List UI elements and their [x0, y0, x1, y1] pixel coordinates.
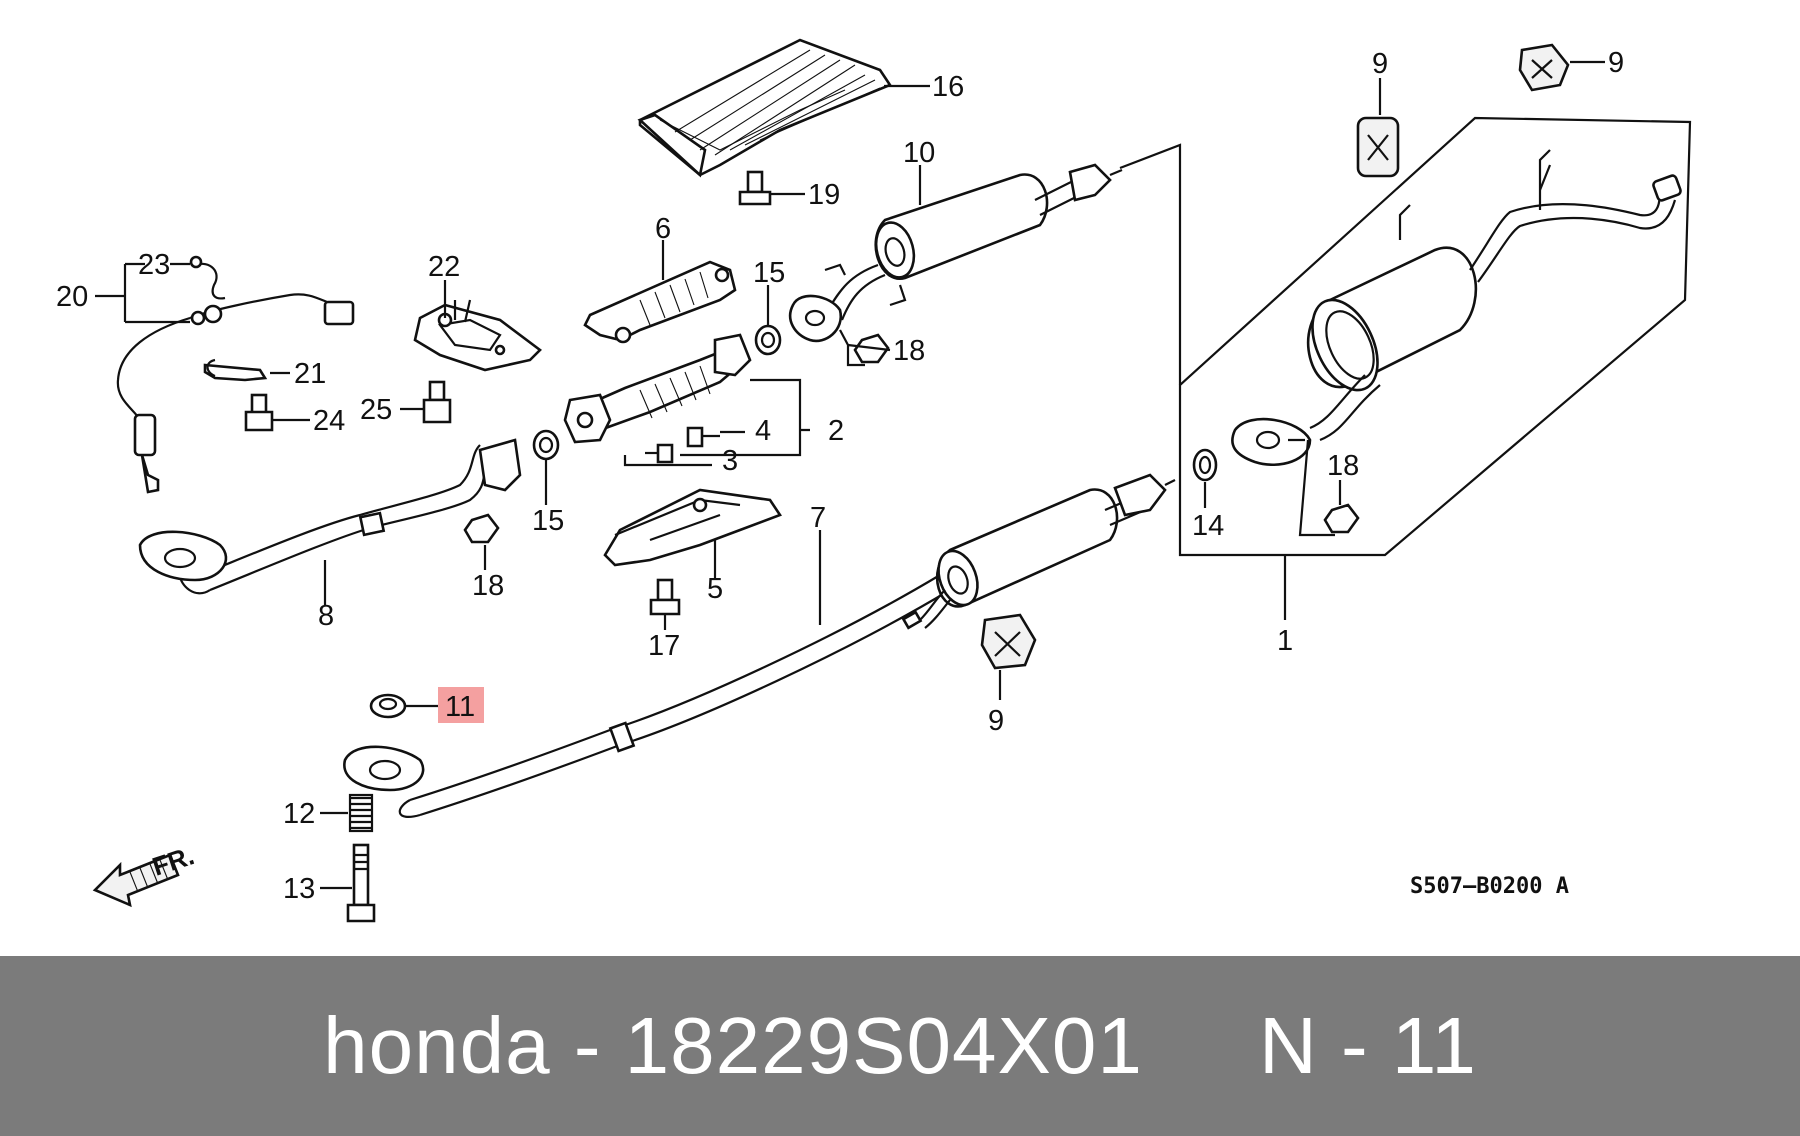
- heat-shield-part-16: [637, 38, 892, 178]
- part-label-15b: 15: [532, 505, 564, 537]
- exhaust-parts-diagram: FR.: [56, 38, 1692, 923]
- front-direction-arrow-icon: [92, 853, 180, 908]
- rear-muffler-part-1: [1231, 149, 1682, 467]
- bolt-part-4: [686, 426, 720, 448]
- part-label-4: 4: [755, 415, 771, 447]
- lower-heat-shield-part-5: [603, 488, 782, 567]
- bracket-part-22: [413, 299, 542, 372]
- part-label-11-highlight: [438, 687, 484, 723]
- part-label-13: 13: [283, 873, 315, 905]
- spring-part-12: [348, 793, 374, 833]
- part-label-15a: 15: [753, 257, 785, 289]
- part-label-18b: 18: [1327, 450, 1359, 482]
- part-label-7: 7: [810, 502, 826, 534]
- part-label-22: 22: [428, 251, 460, 283]
- part-label-6: 6: [655, 213, 671, 245]
- rubber-hanger-part-9b: [1518, 43, 1570, 92]
- part-number-labels: 16 19 10 6 22 15 18 2 4 3 15 18 8 5 17 7…: [56, 47, 1624, 905]
- part-label-24: 24: [313, 405, 345, 437]
- part-label-17: 17: [648, 630, 680, 662]
- stud-bolt-part-25: [422, 380, 452, 424]
- sensor-connector-part-23: [189, 255, 226, 300]
- stud-bolt-part-24: [244, 393, 274, 432]
- part-label-12: 12: [283, 798, 315, 830]
- bolt-part-13: [346, 843, 376, 923]
- clip-part-21: [203, 358, 268, 382]
- bolt-part-3: [645, 443, 674, 464]
- drawing-code: S507—B0200 A: [1410, 874, 1569, 899]
- gasket-part-14: [1192, 448, 1218, 482]
- part-label-11: 11: [445, 691, 475, 723]
- footer-banner: honda - 18229S04X01 N - 11: [0, 956, 1800, 1136]
- bolt-part-17: [649, 578, 681, 616]
- nut-part-18b: [1323, 503, 1360, 534]
- rubber-hanger-part-9c: [980, 613, 1037, 670]
- part-label-16: 16: [932, 71, 964, 103]
- part-number-caption: honda - 18229S04X01 N - 11: [323, 1001, 1477, 1090]
- part-label-5: 5: [707, 573, 723, 605]
- middle-pipe-part-7: [343, 574, 951, 818]
- catalytic-converter-part-2: [563, 333, 752, 444]
- part-label-23: 23: [138, 249, 170, 281]
- part-label-14: 14: [1192, 510, 1224, 542]
- gasket-part-15b: [532, 429, 560, 461]
- sub-muffler-part-10: [788, 163, 1123, 343]
- part-label-1: 1: [1277, 625, 1293, 657]
- rubber-hanger-part-9a: [1356, 116, 1400, 178]
- nut-part-18c: [463, 513, 500, 544]
- part-label-9a: 9: [1372, 48, 1388, 80]
- leader-lines: [95, 60, 1692, 890]
- gasket-ring-part-11: [369, 693, 407, 719]
- part-label-2: 2: [828, 415, 844, 447]
- part-label-25: 25: [360, 394, 392, 426]
- part-label-19: 19: [808, 179, 840, 211]
- bolt-part-19: [738, 170, 772, 206]
- gasket-part-15a: [754, 324, 782, 356]
- upper-heat-shield-part-6: [583, 260, 737, 344]
- oxygen-sensor-part-20: [116, 293, 355, 494]
- part-label-3: 3: [722, 445, 738, 477]
- part-label-18c: 18: [472, 570, 504, 602]
- front-pipe-part-8: [138, 438, 522, 595]
- part-label-10: 10: [903, 137, 935, 169]
- part-label-9b: 9: [1608, 47, 1624, 79]
- part-label-8: 8: [318, 600, 334, 632]
- main-pipe-muffler-part-7: [901, 473, 1176, 630]
- front-marker-label: FR.: [149, 840, 198, 881]
- part-label-18a: 18: [893, 335, 925, 367]
- part-label-9c: 9: [988, 705, 1004, 737]
- part-label-21: 21: [294, 358, 326, 390]
- part-label-20: 20: [56, 281, 88, 313]
